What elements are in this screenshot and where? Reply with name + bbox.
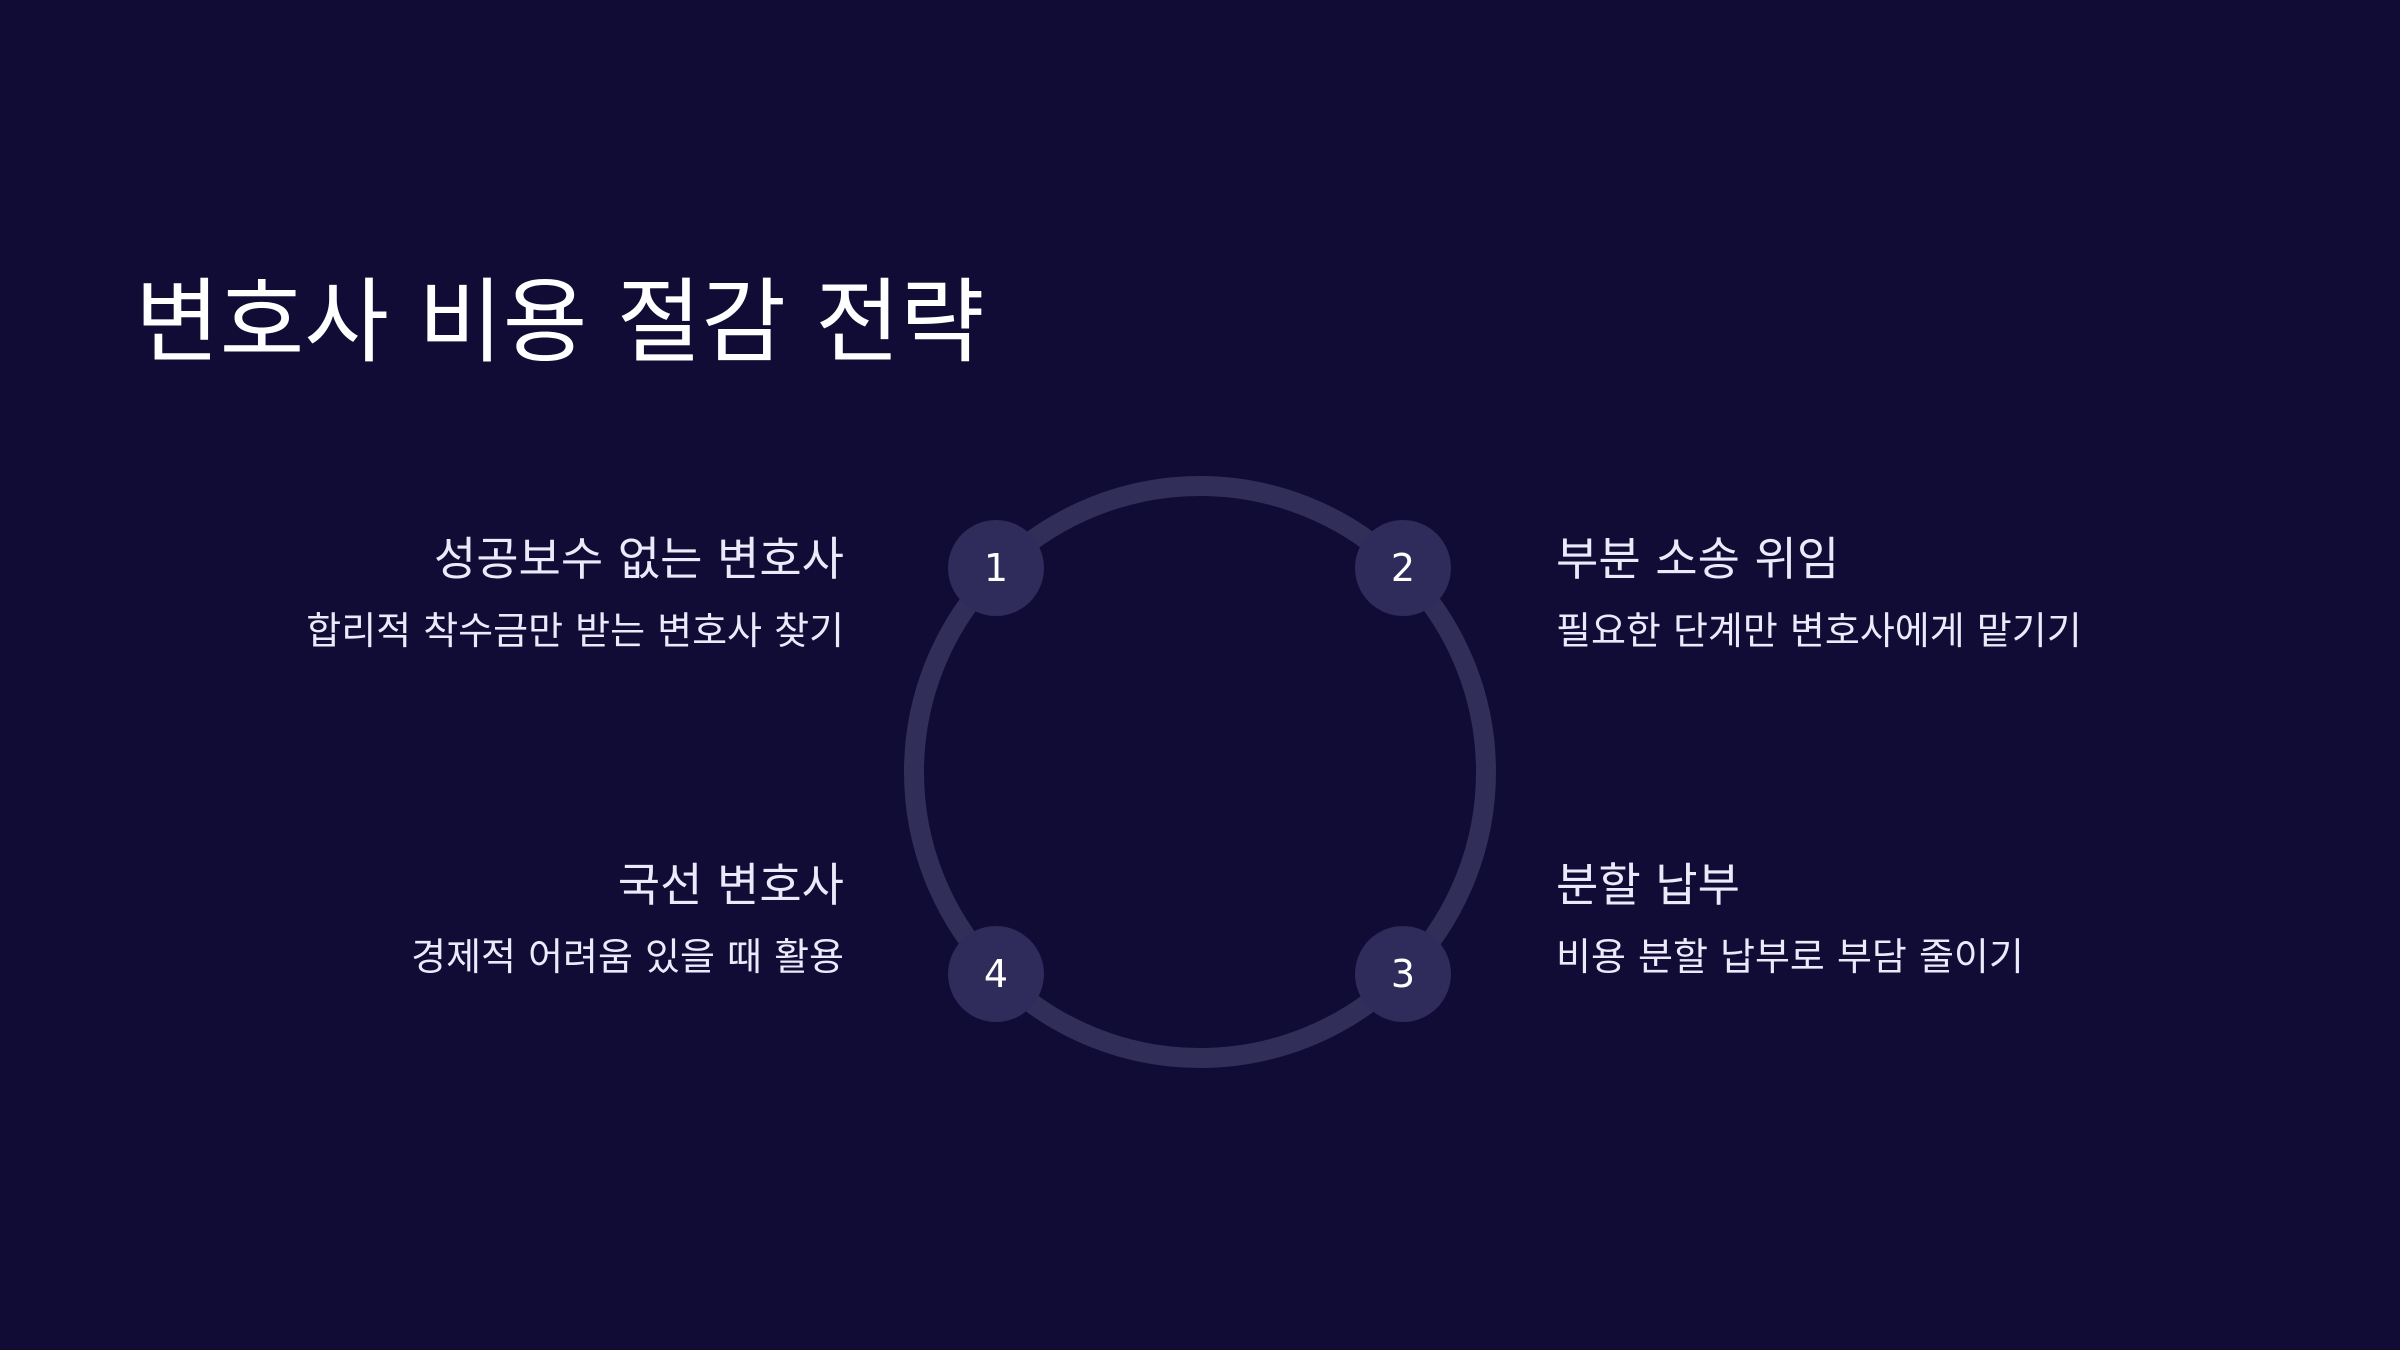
step-1-text: 성공보수 없는 변호사 합리적 착수금만 받는 변호사 찾기 (84, 532, 844, 655)
step-4-number: 4 (983, 952, 1009, 996)
step-3-number: 3 (1390, 952, 1416, 996)
step-1-number: 1 (983, 546, 1009, 590)
step-2-number-badge: 2 (1355, 520, 1451, 616)
step-2-number: 2 (1390, 546, 1416, 590)
step-1-number-badge: 1 (948, 520, 1044, 616)
step-4-number-badge: 4 (948, 926, 1044, 1022)
slide-title: 변호사 비용 절감 전략 (135, 269, 985, 376)
step-3-text: 분할 납부 비용 분할 납부로 부담 줄이기 (1556, 858, 2316, 981)
step-2-title: 부분 소송 위임 (1556, 532, 1840, 586)
step-3-title: 분할 납부 (1556, 858, 1740, 912)
step-3-number-badge: 3 (1355, 926, 1451, 1022)
step-4-description: 경제적 어려움 있을 때 활용 (411, 935, 844, 980)
step-4-title: 국선 변호사 (617, 858, 844, 912)
step-1-description: 합리적 착수금만 받는 변호사 찾기 (306, 609, 844, 654)
step-2-description: 필요한 단계만 변호사에게 맡기기 (1556, 609, 2082, 654)
step-2-text: 부분 소송 위임 필요한 단계만 변호사에게 맡기기 (1556, 532, 2316, 655)
step-1-title: 성공보수 없는 변호사 (433, 532, 844, 586)
step-4-text: 국선 변호사 경제적 어려움 있을 때 활용 (84, 858, 844, 981)
step-3-description: 비용 분할 납부로 부담 줄이기 (1556, 935, 2024, 980)
